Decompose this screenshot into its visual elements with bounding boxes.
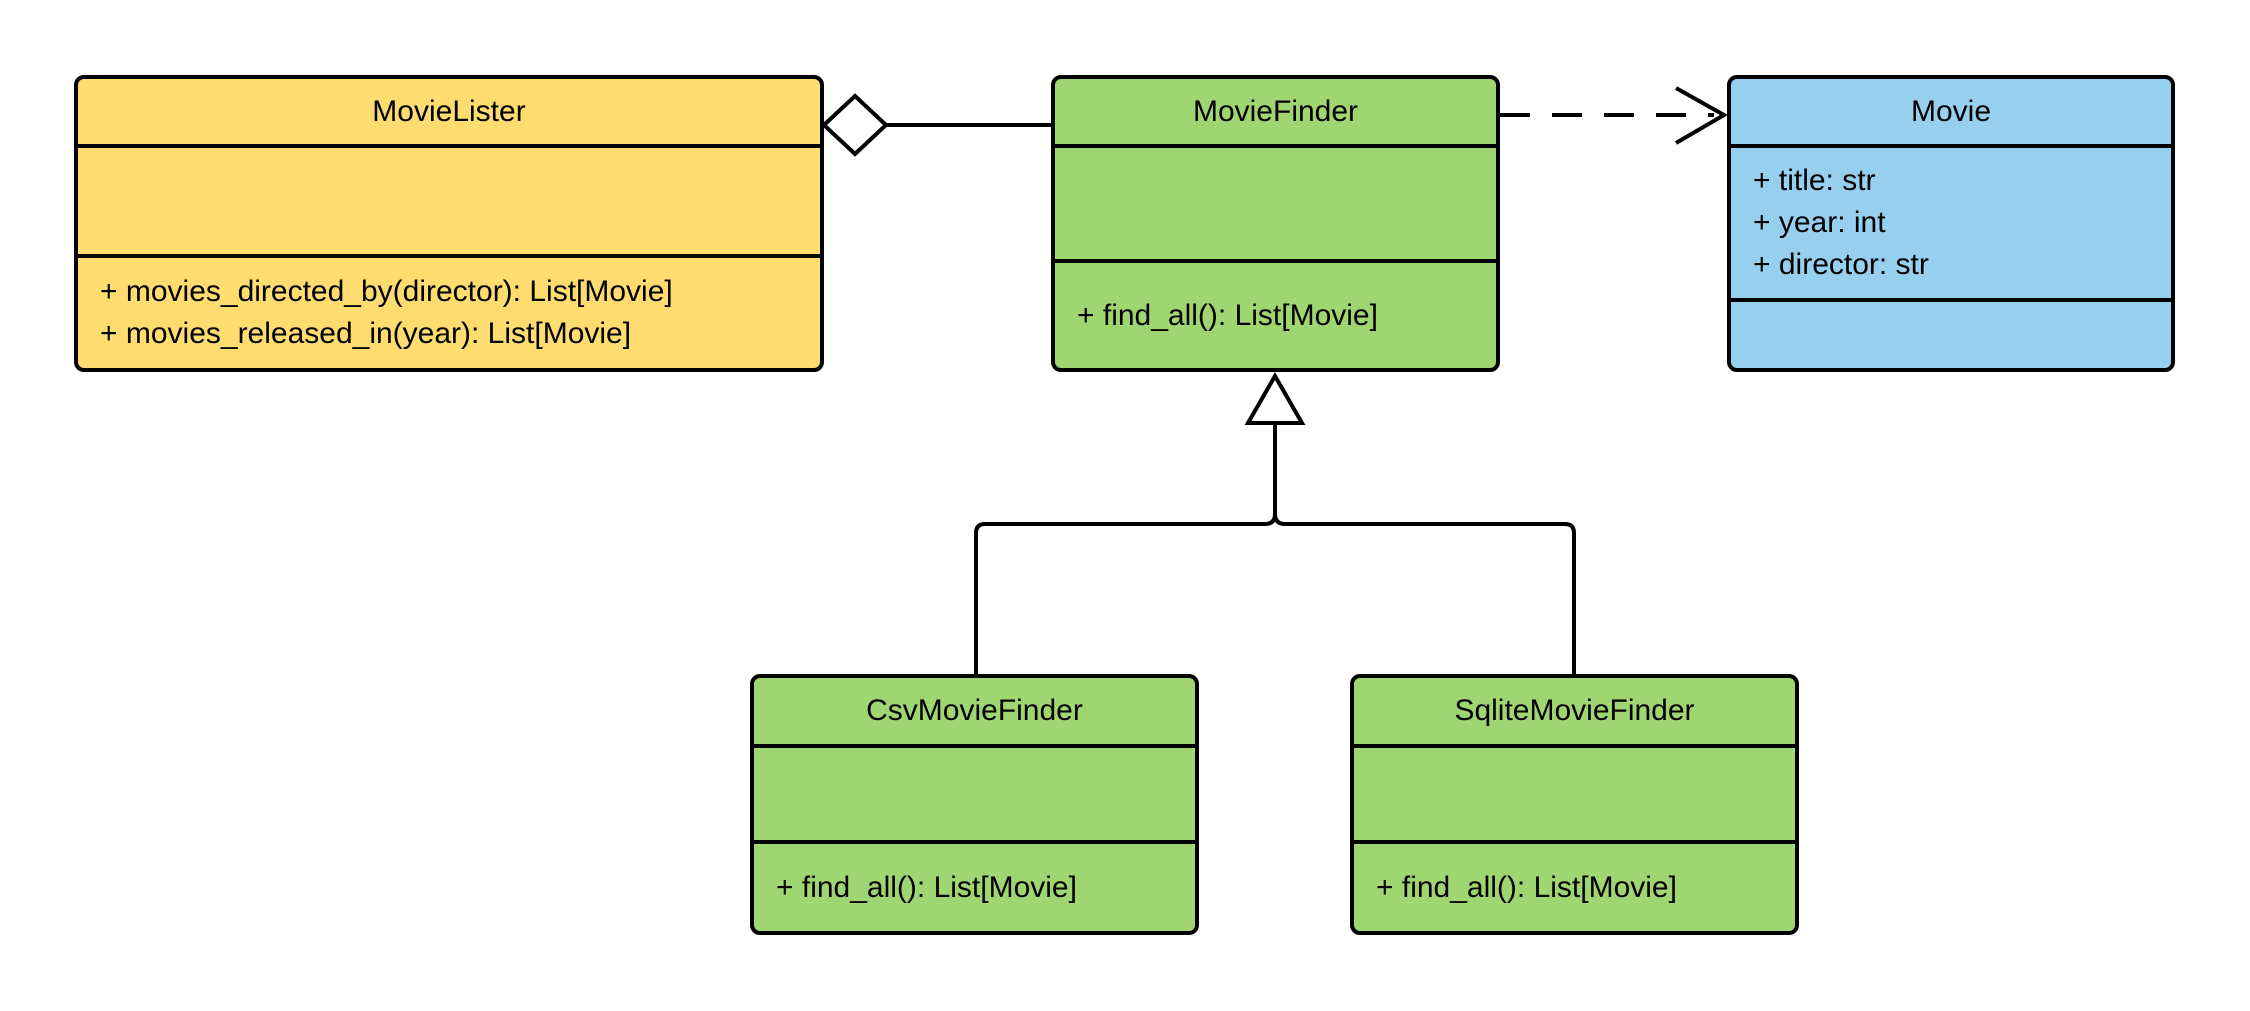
class-csvmoviefinder: CsvMovieFinder + find_all(): List[Movie] xyxy=(750,674,1199,935)
class-title: Movie xyxy=(1731,79,2171,148)
methods-compartment: + find_all(): List[Movie] xyxy=(1354,844,1795,931)
class-name-label: CsvMovieFinder xyxy=(866,694,1083,727)
class-name-label: Movie xyxy=(1910,94,1992,128)
class-name-label: MovieFinder xyxy=(1192,94,1359,128)
attributes-compartment xyxy=(1055,148,1496,263)
class-moviefinder: MovieFinder + find_all(): List[Movie] xyxy=(1051,75,1500,372)
class-name-label: MovieLister xyxy=(372,94,526,128)
class-title: CsvMovieFinder xyxy=(754,678,1195,748)
attributes-compartment xyxy=(1354,748,1795,844)
methods-compartment: + find_all(): List[Movie] xyxy=(1055,263,1496,368)
class-movielister: MovieLister + movies_directed_by(directo… xyxy=(74,75,824,372)
attributes-compartment: + title: str + year: int + director: str xyxy=(1731,148,2171,302)
attribute-row: + year: int xyxy=(1753,206,1886,239)
methods-compartment: + find_all(): List[Movie] xyxy=(754,844,1195,931)
class-title: MovieFinder xyxy=(1055,79,1496,148)
class-movie: Movie + title: str + year: int + directo… xyxy=(1727,75,2175,372)
attributes-compartment xyxy=(78,148,820,258)
method-row: + movies_directed_by(director): List[Mov… xyxy=(100,275,673,308)
class-sqlitemoviefinder: SqliteMovieFinder + find_all(): List[Mov… xyxy=(1350,674,1799,935)
attribute-row: + director: str xyxy=(1753,248,1929,281)
generalization-line-sqlitemoviefinder xyxy=(1273,423,1576,676)
method-row: + find_all(): List[Movie] xyxy=(1077,298,1378,332)
method-row: + movies_released_in(year): List[Movie] xyxy=(100,317,632,350)
dependency-arrowhead-icon xyxy=(1674,86,1729,145)
class-title: MovieLister xyxy=(78,79,820,148)
aggregation-diamond-icon xyxy=(821,93,889,157)
method-row: + find_all(): List[Movie] xyxy=(1376,870,1677,904)
methods-compartment xyxy=(1731,302,2171,368)
method-row: + find_all(): List[Movie] xyxy=(776,870,1077,904)
generalization-triangle-icon xyxy=(1244,371,1306,425)
class-title: SqliteMovieFinder xyxy=(1354,678,1795,748)
methods-compartment: + movies_directed_by(director): List[Mov… xyxy=(78,258,820,368)
attribute-row: + title: str xyxy=(1753,164,1876,197)
attributes-compartment xyxy=(754,748,1195,844)
generalization-line-csvmoviefinder xyxy=(974,423,1277,676)
class-name-label: SqliteMovieFinder xyxy=(1454,694,1695,727)
